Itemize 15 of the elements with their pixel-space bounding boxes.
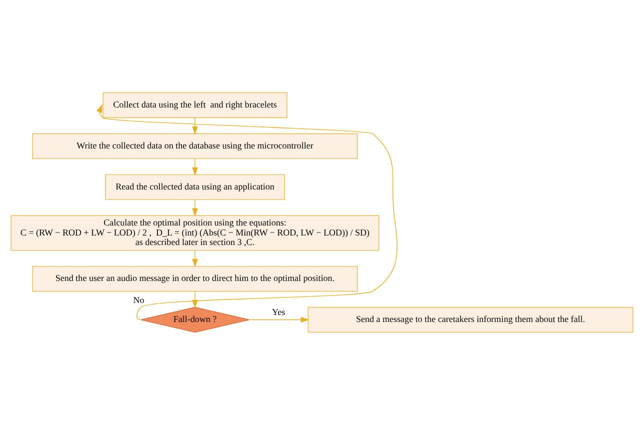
node-box: Calculate the optimal position using the equations: C = (RW − ROD + LW − LOD) / 2 , D_L = (int) (Abs(C − Min(RW − ROD, LW − LOD)) / SD) as described later in section 3 ,C. (10, 214, 380, 250)
arrow (248, 316, 310, 322)
node-box: Send a message to the caretakers informing them about the fall. (308, 306, 634, 332)
node-diamond: Fall-down ? (140, 306, 250, 332)
arrow (192, 198, 198, 216)
node-box: Collect data using the left and right bracelets (102, 92, 288, 118)
node-box: Send the user an audio message in order to direct him to the optimal position. (32, 265, 358, 292)
arrow (192, 158, 198, 176)
arrow (192, 250, 198, 267)
edge-label: Yes (272, 306, 286, 317)
node-box: Write the collected data on the database using the microcontroller (32, 132, 358, 159)
arrow (192, 116, 198, 134)
arrow (96, 104, 398, 320)
node-box: Read the collected data using an application (105, 174, 285, 200)
edge-label: No (133, 294, 144, 305)
